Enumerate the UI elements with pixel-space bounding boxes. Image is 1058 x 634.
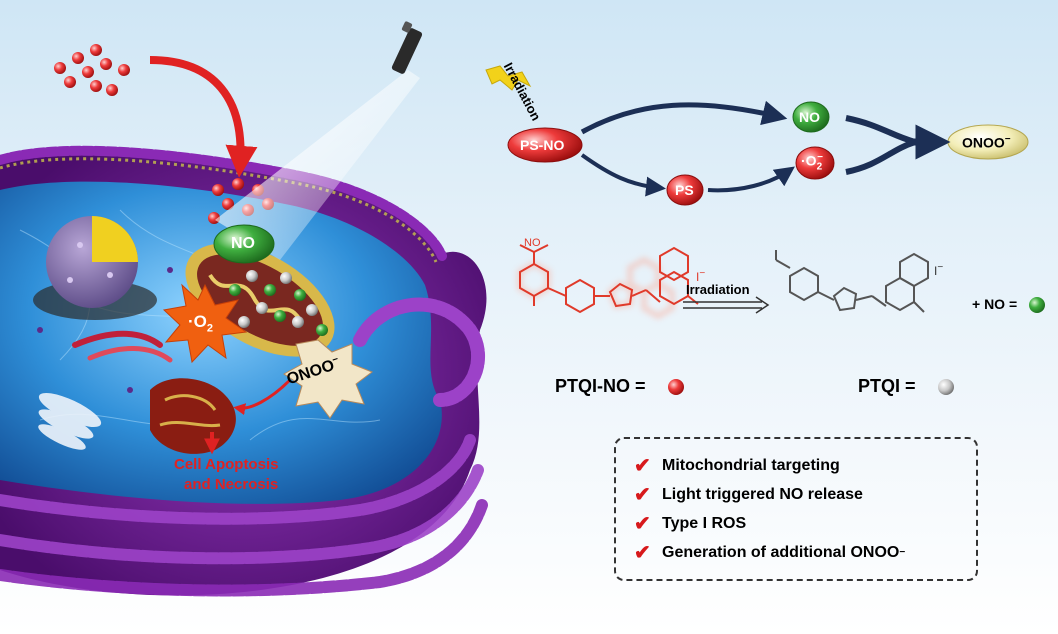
- ptqi-no-iodide: I−: [696, 268, 706, 284]
- check-icon: ✔: [634, 484, 651, 506]
- cell-illustration: [0, 21, 488, 597]
- nucleus: [33, 216, 157, 320]
- legend-grey-sphere: [938, 379, 954, 395]
- ptqi-structure: [775, 250, 929, 313]
- ptqi-legend-label: PTQI =: [858, 376, 916, 396]
- cell-no-pill: [213, 224, 275, 264]
- ptqi-no-structure: [517, 244, 699, 320]
- cell-outcome-line2: and Necrosis: [184, 476, 279, 493]
- cell-onoo-burst: [283, 339, 374, 419]
- check-icon: ✔: [634, 513, 651, 535]
- lightning-icon: [485, 65, 532, 91]
- uptake-arrow: [149, 56, 258, 178]
- chem-irradiation-label: Irradiation: [686, 282, 750, 297]
- apoptotic-debris: [150, 378, 236, 454]
- scheme-no-label: NO: [799, 109, 820, 125]
- reaction-scheme: [485, 65, 1029, 206]
- superoxide-burst: [162, 283, 248, 364]
- ptqi-iodide: I−: [934, 262, 944, 278]
- cell-outcome-line1: Cell Apoptosis: [174, 456, 279, 473]
- feature-item: ✔ Light triggered NO release: [634, 484, 863, 506]
- flashlight: [215, 21, 423, 260]
- legend-green-sphere: [1029, 297, 1045, 313]
- plus-no-label: + NO =: [972, 296, 1018, 312]
- ptqi-no-group-label: NO: [524, 237, 541, 249]
- feature-item: ✔ Type I ROS: [634, 513, 747, 535]
- features-checklist: ✔ Mitochondrial targeting ✔ Light trigge…: [614, 437, 978, 581]
- check-icon: ✔: [634, 455, 651, 477]
- check-icon: ✔: [634, 542, 651, 564]
- cell-no-label: NO: [231, 235, 255, 252]
- cell-o2-label: ·O2: [188, 312, 214, 335]
- ptqi-no-legend-label: PTQI-NO =: [555, 376, 646, 396]
- ptqi-no-particles: [54, 44, 130, 96]
- released-particles: [229, 270, 328, 336]
- feature-item: ✔ Mitochondrial targeting: [634, 455, 840, 477]
- legend-red-sphere: [668, 379, 684, 395]
- golgi: [38, 393, 102, 450]
- reaction-arrow: [683, 296, 770, 314]
- endoplasmic-reticulum: [72, 330, 173, 363]
- scheme-ps-no-label: PS-NO: [520, 137, 565, 153]
- scheme-onoo-label: ONOO−: [962, 134, 1011, 151]
- feature-item: ✔ Generation of additional ONOO−: [634, 542, 906, 564]
- scheme-ps-label: PS: [675, 182, 694, 198]
- scheme-superoxide-label: ·O2−: [801, 152, 823, 173]
